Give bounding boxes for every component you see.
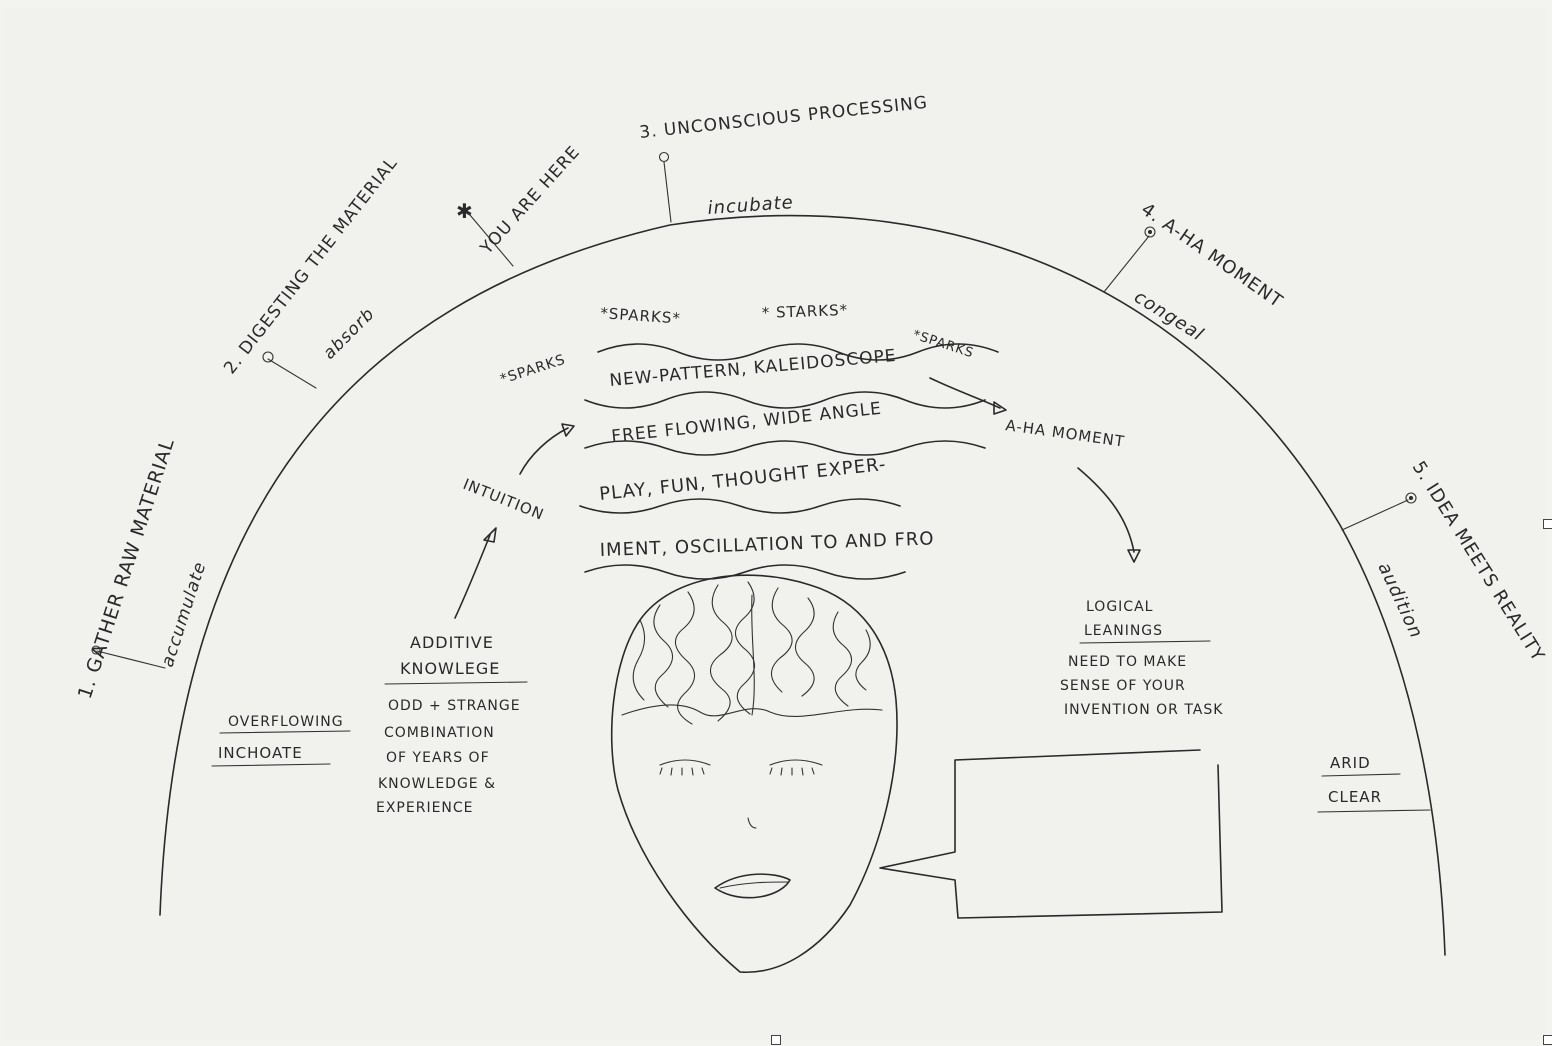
additive-body-4: KNOWLEDGE &: [378, 776, 496, 792]
face-drawing: [610, 574, 898, 973]
logical-body-1: NEED TO MAKE: [1068, 654, 1187, 670]
stage-4-verb: congeal: [1130, 286, 1207, 345]
stage-pin-5: [1341, 492, 1417, 531]
logical-body-2: SENSE OF YOUR: [1060, 678, 1186, 694]
intuition-arrow: [454, 534, 491, 619]
resize-handle-corner[interactable]: [1543, 1035, 1552, 1045]
sparks-to-aha-arrow: [929, 377, 1001, 409]
svg-text:✱: ✱: [456, 199, 474, 223]
wave-band-2: FREE FLOWING, WIDE ANGLE: [610, 399, 882, 447]
additive-body-2: COMBINATION: [384, 725, 495, 741]
intuition-to-sparks-arrow: [519, 427, 569, 475]
sparks-1: *SPARKS*: [600, 304, 682, 328]
aha-to-logic-arrow: [1077, 467, 1135, 553]
stage-pin-4: [1103, 226, 1156, 293]
wave-lines: [579, 343, 999, 580]
logical-title-2: LEANINGS: [1084, 623, 1163, 639]
intuition-label: INTUITION: [461, 475, 547, 524]
additive-body-5: EXPERIENCE: [376, 800, 474, 816]
logical-title-1: LOGICAL: [1086, 599, 1153, 615]
additive-body-3: OF YEARS OF: [386, 750, 490, 766]
speech-bubble: [879, 749, 1223, 919]
sparks-2: * STARKS*: [762, 301, 849, 322]
wave-band-4: IMENT, OSCILLATION TO AND FRO: [599, 528, 934, 561]
stage-5-verb: audition: [1373, 559, 1426, 642]
stage-2-label: 2. DIGESTING THE MATERIAL: [220, 153, 402, 378]
stage-3-label: 3. UNCONSCIOUS PROCESSING: [638, 93, 929, 143]
stage-pin-1: [91, 645, 166, 669]
stage-pin-2: [262, 351, 317, 389]
you-are-here-label: YOU ARE HERE: [476, 142, 584, 259]
wave-band-1: NEW-PATTERN, KALEIDOSCOPE: [609, 346, 898, 391]
resize-handle-bottom[interactable]: [771, 1035, 781, 1045]
paper-sheet: [4, 8, 1546, 1040]
clear-word: CLEAR: [1328, 788, 1382, 806]
overflowing-word: OVERFLOWING: [228, 714, 344, 730]
inchoate-word: INCHOATE: [218, 744, 303, 762]
sparks-3: *SPARKS: [498, 352, 567, 388]
aha-center-label: A-HA MOMENT: [1004, 416, 1126, 451]
additive-title-2: KNOWLEGE: [400, 659, 500, 678]
process-arc: [159, 214, 1446, 956]
resize-handle-right[interactable]: [1543, 519, 1552, 529]
logical-body-3: INVENTION OR TASK: [1064, 702, 1223, 718]
stage-5-label: 5. IDEA MEETS REALITY: [1408, 458, 1549, 666]
stage-pin-3: [658, 151, 672, 223]
additive-title-1: ADDITIVE: [410, 633, 494, 652]
additive-body-1: ODD + STRANGE: [388, 698, 521, 714]
stage-4-label: 4. A-HA MOMENT: [1137, 199, 1287, 313]
stage-1-verb: accumulate: [158, 559, 211, 669]
wave-band-3: PLAY, FUN, THOUGHT EXPER-: [598, 454, 887, 505]
stage-2-verb: absorb: [319, 304, 379, 364]
arid-word: ARID: [1330, 754, 1371, 772]
stage-pin-you-are-here: ✱: [456, 199, 514, 267]
